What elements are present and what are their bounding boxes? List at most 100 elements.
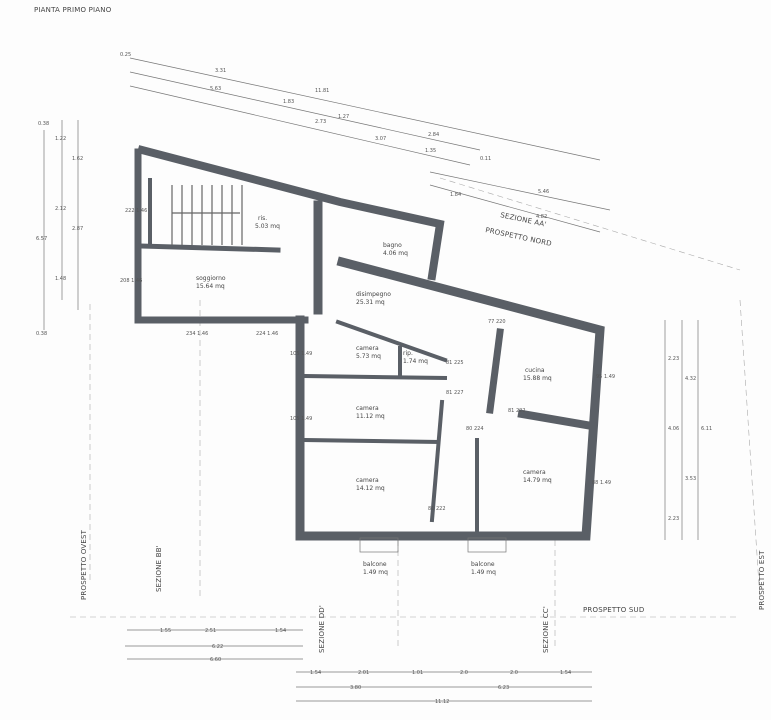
dimension-label: 95 1.49 (596, 374, 615, 380)
wall-north (137, 145, 445, 281)
elevation-ovest-label: PROSPETTO OVEST (80, 529, 88, 600)
wall-cucina-south (517, 409, 597, 431)
wall-camera-low (302, 437, 441, 445)
dimension-label: 6.23 (498, 685, 509, 691)
dimension-label: 5.46 (538, 189, 549, 195)
dimension-label: 6.57 (36, 236, 47, 242)
wall-corridor-west (429, 399, 445, 523)
dimension-label: 2.73 (315, 119, 326, 125)
dimension-label: 5.63 (210, 86, 221, 92)
elevation-sud-label: PROSPETTO SUD (583, 606, 644, 614)
dimension-label: 81 222 (508, 408, 526, 414)
dimension-label: camera (356, 477, 379, 484)
balcony-left (359, 537, 399, 553)
dimension-label: 6.11 (701, 426, 712, 432)
dimension-label: 81 227 (446, 390, 464, 396)
wall-outer-east-south (295, 256, 605, 541)
elevation-est-label: PROSPETTO EST (758, 550, 766, 610)
dimension-label: 1.54 (310, 670, 321, 676)
dimension-label: 2.23 (668, 356, 679, 362)
dimension-label: 5.73 mq (356, 353, 381, 360)
dimension-label: 6.60 (210, 657, 221, 663)
dimension-label: 1.83 (283, 99, 294, 105)
section-line-aa (439, 177, 741, 271)
section-bb-label: SEZIONE BB' (155, 545, 163, 592)
dimension-label: 6.22 (212, 644, 223, 650)
dimension-label: 2.01 (358, 670, 369, 676)
dimension-label: 105 1.49 (290, 416, 312, 422)
dimension-label: 4.82 (536, 214, 547, 220)
dimension-label: 77 220 (488, 319, 506, 325)
dimension-label: 2.87 (72, 226, 83, 232)
dimension-lines-right: 2.23 4.32 4.06 6.11 3.53 2.23 (664, 320, 712, 540)
dimension-label: 1.48 (55, 276, 66, 282)
dimension-label: camera (356, 345, 379, 352)
dimension-label: 1.22 (55, 136, 66, 142)
dimension-label: 11.81 (315, 88, 329, 94)
dimension-label: 1.74 mq (403, 358, 428, 365)
dimension-label: 81 222 (428, 506, 446, 512)
room-area: 5.03 mq (255, 223, 280, 230)
wall-west-upper (134, 148, 309, 324)
elevation-nord-label: PROSPETTO NORD (485, 226, 553, 248)
drawing-line (429, 171, 611, 211)
dimension-label: 11.12 mq (356, 413, 385, 420)
dimension-lines-bottom: 1.55 2.51 1.54 6.22 6.60 1.54 2.01 1.01 … (125, 628, 592, 705)
walls (134, 145, 605, 541)
dimension-label: soggiorno (196, 275, 226, 282)
dimension-lines-left: 0.38 1.22 1.62 2.12 2.87 1.48 6.57 0.38 (36, 120, 83, 337)
drawing-line (129, 71, 481, 151)
section-cc-label: SEZIONE CC' (542, 606, 550, 653)
dimension-label: 0.25 (120, 52, 131, 58)
drawing-line (129, 85, 471, 166)
dimension-label: 4.06 (668, 426, 679, 432)
staircase (171, 185, 243, 245)
wall-camera-mid (302, 373, 448, 381)
room-name: ris. (258, 215, 267, 222)
dimension-label: 222 1.46 (125, 208, 147, 214)
dimension-label: 15.88 mq (523, 375, 552, 382)
dimension-label: camera (356, 405, 379, 412)
dimension-label: 1.84 (450, 192, 461, 198)
drawing-line (429, 184, 601, 233)
dimension-label: 208 1.46 (120, 278, 142, 284)
room-labels: ris. 5.03 mq soggiorno 15.64 mq bagno 4.… (196, 215, 552, 576)
dimension-label: 3.80 (350, 685, 361, 691)
dimension-label: camera (523, 469, 546, 476)
dimension-lines-top: 0.25 3.31 11.81 5.63 1.83 1.27 2.84 2.73… (120, 52, 611, 233)
drawing-line (129, 57, 601, 161)
dimension-label: 4.32 (685, 376, 696, 382)
dimension-label: 0.38 (36, 331, 47, 337)
dimension-label: 3.07 (375, 136, 386, 142)
dimension-label: 1.54 (560, 670, 571, 676)
dimension-label: 81 225 (446, 360, 464, 366)
dimension-label: 2.51 (205, 628, 216, 634)
dimension-label: 15.64 mq (196, 283, 225, 290)
dimension-label: 2.84 (428, 132, 439, 138)
dimension-label: 3.53 (685, 476, 696, 482)
elevation-line-est (739, 299, 761, 601)
wall-cucina-west (486, 328, 504, 414)
dimension-label: 80 224 (466, 426, 484, 432)
dimension-label: 1.54 (275, 628, 286, 634)
dimension-label: 105 1.49 (290, 351, 312, 357)
dimension-label: rip. (403, 350, 413, 357)
dimension-label: disimpegno (356, 291, 391, 298)
dimension-label: 2.0 (510, 670, 518, 676)
dimension-label: 25.31 mq (356, 299, 385, 306)
balcony-right (467, 537, 507, 553)
opening-labels: 222 1.46 208 1.46 234 1.46 224 1.46 105 … (120, 208, 615, 512)
dimension-label: 3.31 (215, 68, 226, 74)
wall-stair-south (137, 243, 281, 253)
dimension-label: 2.12 (55, 206, 66, 212)
dimension-label: 1.62 (72, 156, 83, 162)
dimension-label: 1.49 mq (471, 569, 496, 576)
dimension-label: 1.49 mq (363, 569, 388, 576)
dimension-label: 1.35 (425, 148, 436, 154)
dimension-label: balcone (363, 561, 387, 568)
wall-camera-small (335, 319, 448, 363)
dimension-label: 14.12 mq (356, 485, 385, 492)
dimension-label: 2.0 (460, 670, 468, 676)
